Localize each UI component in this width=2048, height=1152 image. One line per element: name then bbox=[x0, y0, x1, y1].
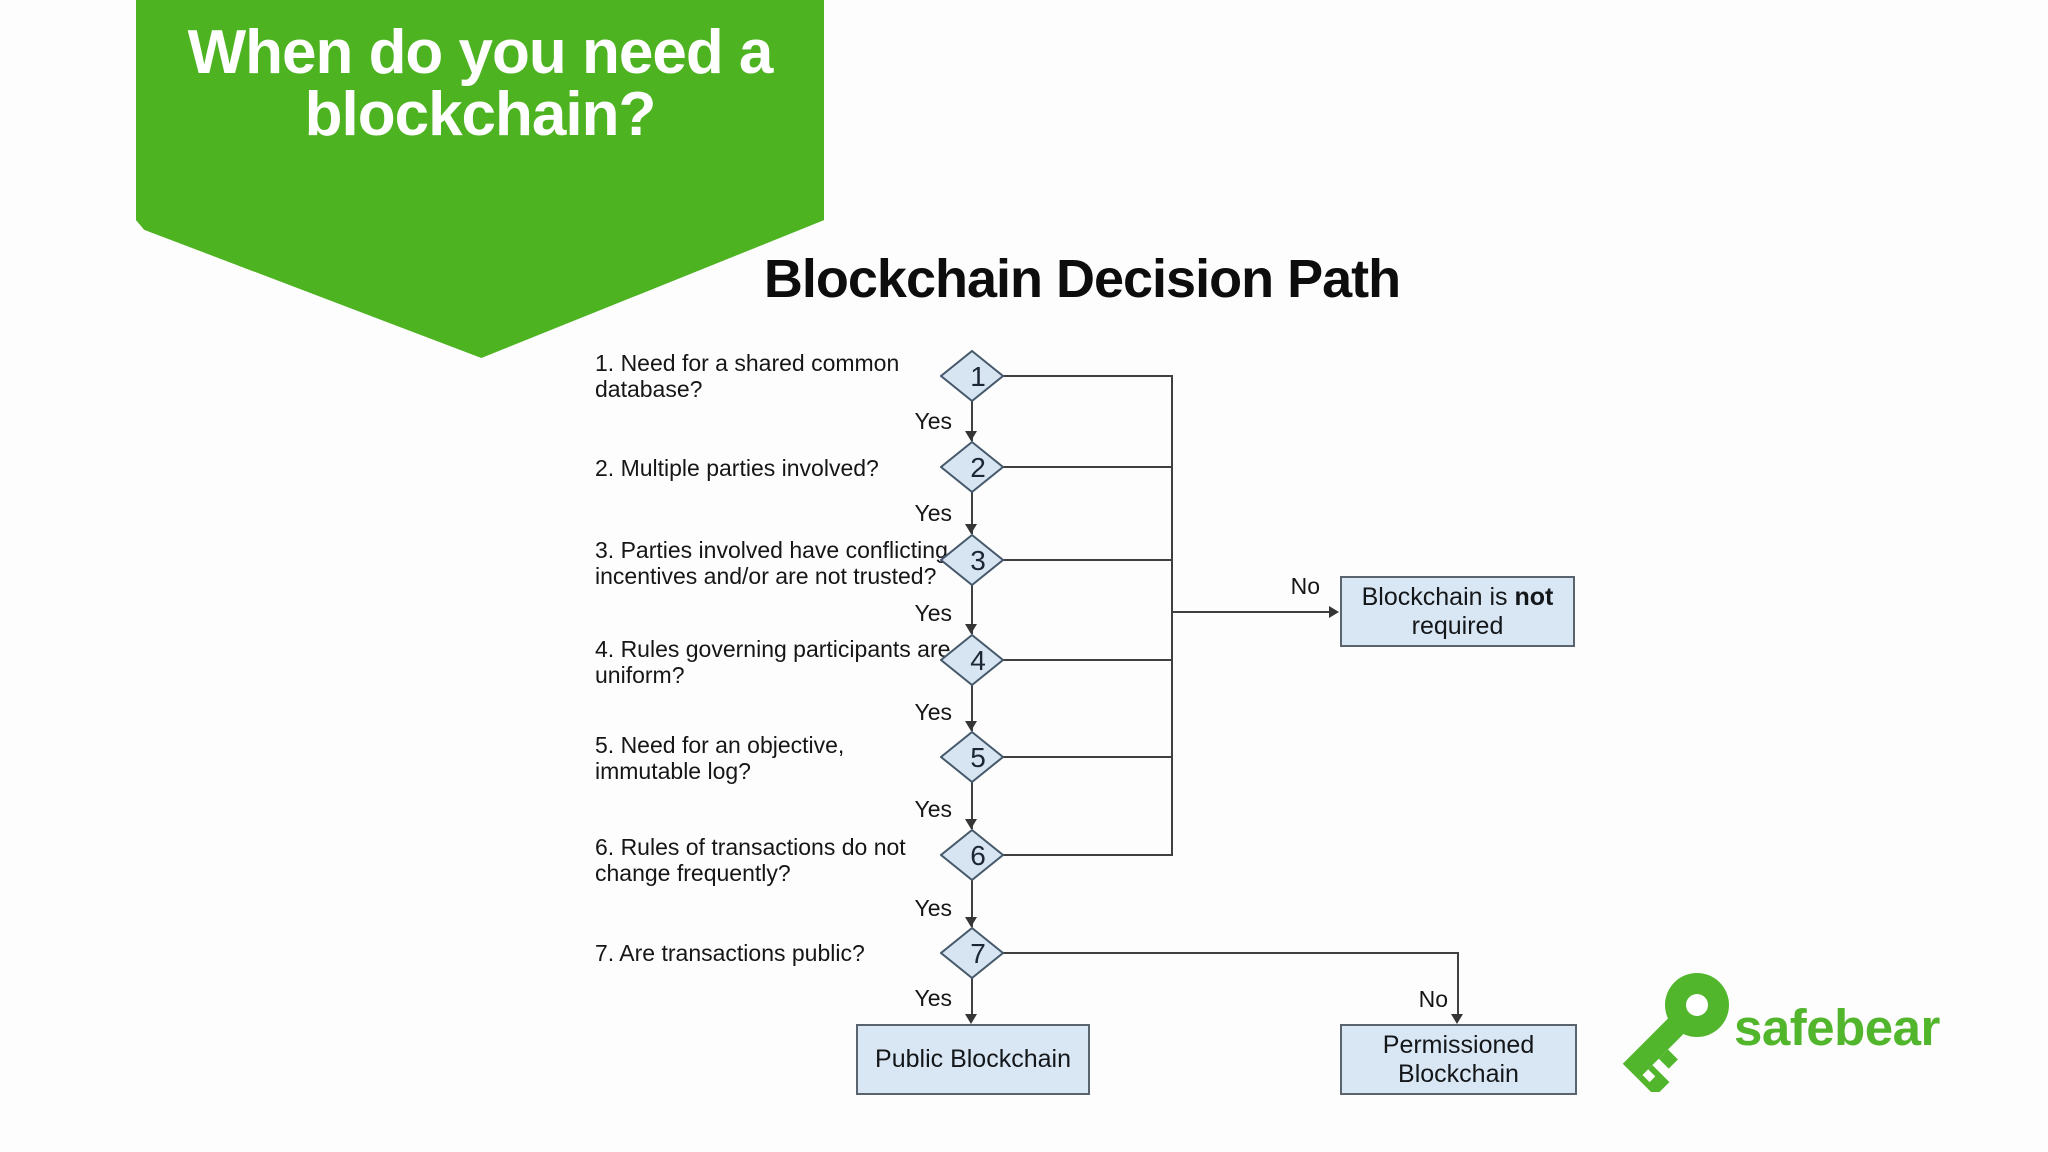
decision-node-2: 2 bbox=[940, 441, 1004, 493]
connector-6-7 bbox=[971, 879, 973, 927]
safebear-wordmark: safebear bbox=[1734, 999, 1940, 1056]
decision-node-4: 4 bbox=[940, 634, 1004, 686]
decision-node-5: 5 bbox=[940, 731, 1004, 783]
diagram-title: Blockchain Decision Path bbox=[763, 249, 1401, 309]
decision-node-number: 5 bbox=[970, 742, 986, 773]
question-5-line2: immutable log? bbox=[595, 758, 751, 784]
stub-line-1 bbox=[1000, 375, 1172, 377]
connector-3-4 bbox=[971, 584, 973, 634]
banner-title: When do you need a blockchain? bbox=[136, 22, 824, 146]
arrowhead-down-icon bbox=[965, 721, 977, 731]
decision-node-number: 6 bbox=[970, 840, 986, 871]
decision-node-number: 7 bbox=[970, 938, 986, 969]
decision-node-number: 3 bbox=[970, 545, 986, 576]
yes-label-1: Yes bbox=[914, 408, 952, 434]
connector-4-5 bbox=[971, 684, 973, 731]
question-6: 6. Rules of transactions do not change f… bbox=[595, 834, 965, 886]
question-4-line1: 4. Rules governing participants are bbox=[595, 636, 951, 662]
yes-label-4: Yes bbox=[914, 699, 952, 725]
question-3: 3. Parties involved have conflicting inc… bbox=[595, 537, 965, 589]
connector-2-3 bbox=[971, 491, 973, 534]
outcome-not-required-bold: not bbox=[1514, 582, 1554, 611]
diamond-shape bbox=[940, 441, 1004, 493]
question-5-line1: 5. Need for an objective, bbox=[595, 732, 845, 758]
connector-1-2 bbox=[971, 400, 973, 441]
outcome-not-required-line2: required bbox=[1411, 611, 1504, 640]
question-6-line2: change frequently? bbox=[595, 860, 791, 886]
outcome-not-required-line1: Blockchain is not bbox=[1362, 583, 1554, 612]
no-branch-7-vline bbox=[1457, 952, 1459, 1015]
yes-label-5: Yes bbox=[914, 796, 952, 822]
decision-node-number: 2 bbox=[970, 452, 986, 483]
diamond-shape bbox=[940, 634, 1004, 686]
key-icon bbox=[1622, 973, 1729, 1092]
diamond-shape bbox=[940, 829, 1004, 881]
decision-node-3: 3 bbox=[940, 534, 1004, 586]
arrowhead-down-icon bbox=[965, 431, 977, 441]
diamond-shape bbox=[940, 350, 1004, 402]
yes-label-6: Yes bbox=[914, 895, 952, 921]
connector-7-public bbox=[971, 977, 973, 1015]
outcome-permissioned-line2: Blockchain bbox=[1398, 1059, 1519, 1088]
safebear-logo: safebear bbox=[1618, 950, 2030, 1100]
arrowhead-down-icon bbox=[965, 819, 977, 829]
stub-line-4 bbox=[1000, 659, 1172, 661]
yes-label-3: Yes bbox=[914, 600, 952, 626]
outcome-permissioned-line1: Permissioned bbox=[1382, 1030, 1535, 1059]
diamond-shape bbox=[940, 731, 1004, 783]
decision-node-number: 4 bbox=[970, 645, 986, 676]
no-branch-line bbox=[1171, 611, 1331, 613]
question-4: 4. Rules governing participants are unif… bbox=[595, 636, 965, 688]
decision-node-6: 6 bbox=[940, 829, 1004, 881]
question-7-line1: 7. Are transactions public? bbox=[595, 940, 865, 966]
arrowhead-down-icon bbox=[1451, 1014, 1463, 1024]
decision-node-1: 1 bbox=[940, 350, 1004, 402]
arrowhead-down-icon bbox=[965, 624, 977, 634]
outcome-box-permissioned: Permissioned Blockchain bbox=[1340, 1024, 1577, 1095]
question-1-line2: database? bbox=[595, 376, 703, 402]
connector-5-6 bbox=[971, 781, 973, 829]
no-bus-line bbox=[1171, 375, 1173, 856]
question-2-line1: 2. Multiple parties involved? bbox=[595, 455, 879, 481]
question-5: 5. Need for an objective, immutable log? bbox=[595, 732, 965, 784]
question-3-line1: 3. Parties involved have conflicting bbox=[595, 537, 948, 563]
question-1-line1: 1. Need for a shared common bbox=[595, 350, 900, 376]
arrowhead-down-icon bbox=[965, 524, 977, 534]
diamond-shape bbox=[940, 927, 1004, 979]
outcome-public-label: Public Blockchain bbox=[875, 1045, 1071, 1073]
arrowhead-down-icon bbox=[965, 917, 977, 927]
banner-title-line1: When do you need a bbox=[187, 18, 774, 87]
stub-line-3 bbox=[1000, 559, 1172, 561]
stub-line-2 bbox=[1000, 466, 1172, 468]
question-2: 2. Multiple parties involved? bbox=[595, 455, 965, 481]
decision-node-number: 1 bbox=[970, 361, 986, 392]
outcome-box-public: Public Blockchain bbox=[856, 1024, 1090, 1095]
decision-node-7: 7 bbox=[940, 927, 1004, 979]
stub-line-6 bbox=[1000, 854, 1172, 856]
banner-title-line2: blockchain? bbox=[304, 80, 657, 149]
arrowhead-down-icon bbox=[965, 1014, 977, 1024]
question-7: 7. Are transactions public? bbox=[595, 940, 965, 966]
stub-line-5 bbox=[1000, 756, 1172, 758]
no-label-1: No bbox=[1290, 573, 1320, 599]
outcome-not-required-pre: Blockchain is bbox=[1361, 582, 1515, 611]
arrowhead-right-icon bbox=[1329, 606, 1339, 618]
yes-label-7: Yes bbox=[914, 985, 952, 1011]
question-3-line2: incentives and/or are not trusted? bbox=[595, 563, 937, 589]
no-branch-7-hline bbox=[1000, 952, 1459, 954]
question-6-line1: 6. Rules of transactions do not bbox=[595, 834, 906, 860]
question-1: 1. Need for a shared common database? bbox=[595, 350, 965, 402]
question-4-line2: uniform? bbox=[595, 662, 685, 688]
no-label-2: No bbox=[1418, 986, 1448, 1012]
outcome-box-not-required: Blockchain is not required bbox=[1340, 576, 1575, 647]
diamond-shape bbox=[940, 534, 1004, 586]
yes-label-2: Yes bbox=[914, 500, 952, 526]
